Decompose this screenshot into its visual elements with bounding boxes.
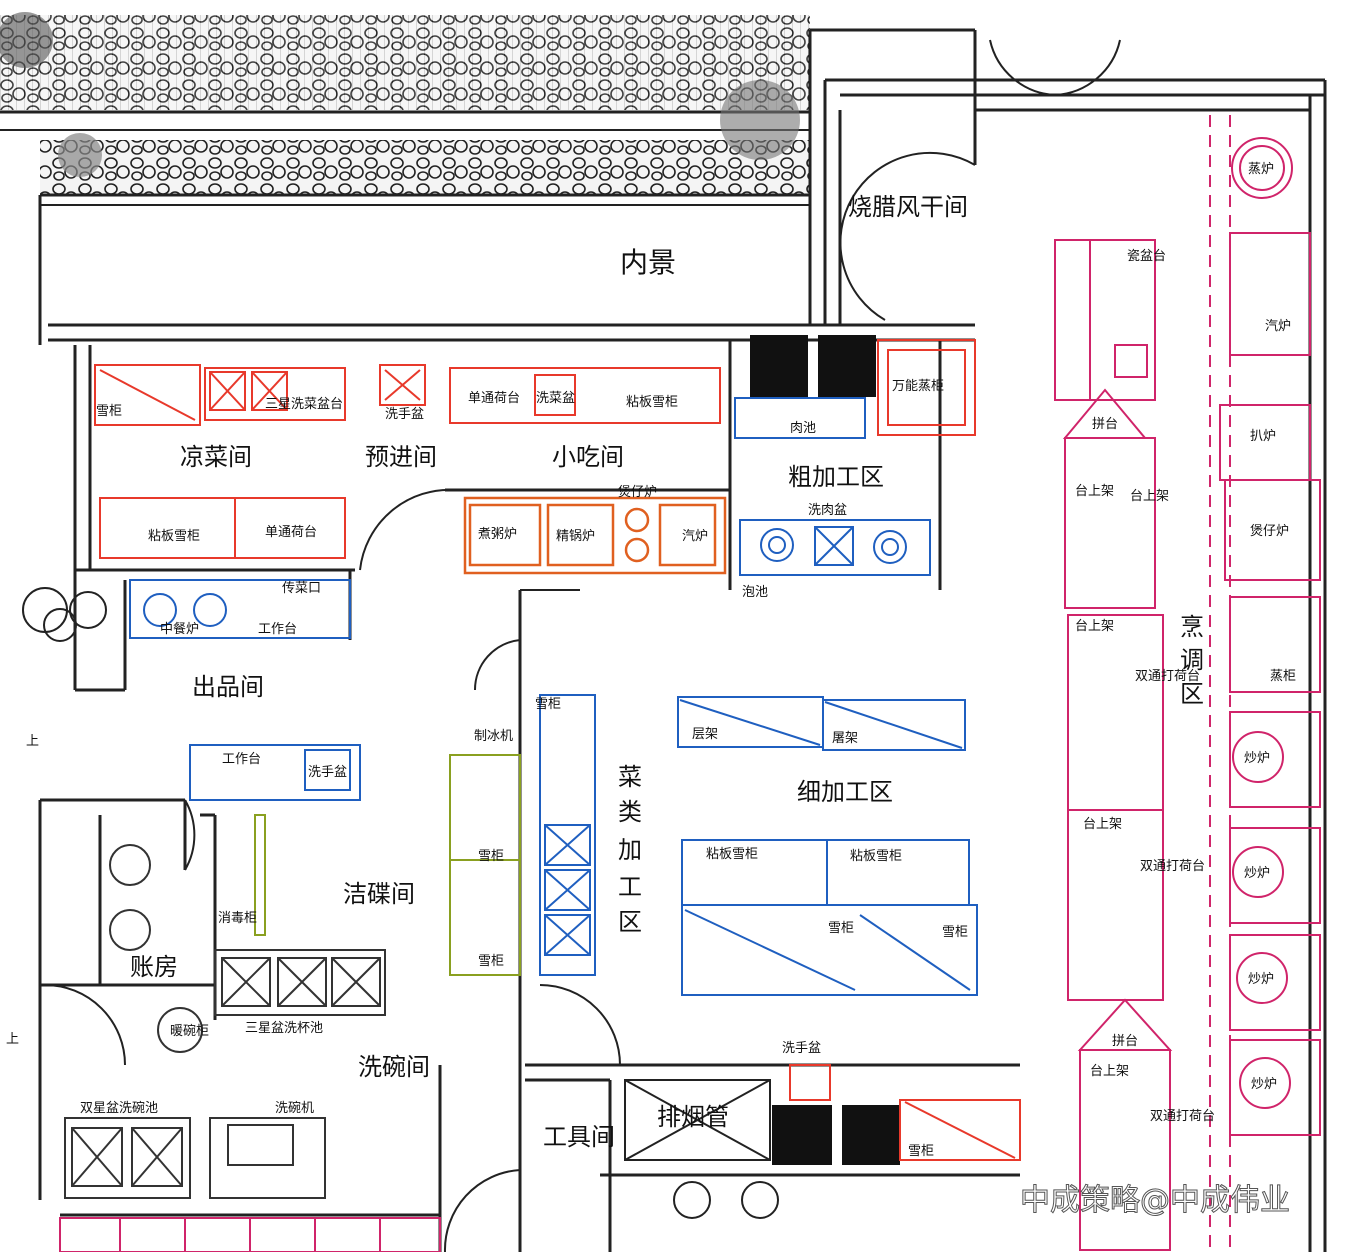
watermark: 中成策略@中成伟业 [1020,1183,1290,1218]
label-peng-3: 区 [1180,680,1204,708]
label-shaola: 烧腊风干间 [848,193,968,221]
dishwash-equipment [64,844,386,1199]
label-yujin: 预进间 [365,443,437,471]
eq-rouchi: 肉池 [790,421,816,436]
eq-shang-1: 上 [26,734,39,749]
eq-xuegui-5: 雪柜 [828,921,854,936]
green-shelves [254,754,521,976]
label-caichi-4: 工 [618,873,642,901]
eq-chaolu-1: 炒炉 [1244,751,1270,766]
eq-xishoupen-1: 洗手盆 [385,407,424,422]
flue-area [624,1079,779,1219]
eq-chucan-kou: 传菜口 [282,581,321,596]
eq-zhanban-2: 粘板雪柜 [148,529,200,544]
eq-wanneng: 万能蒸柜 [892,379,944,394]
eq-gongzuotai-2: 工作台 [222,752,261,767]
cooking-zone-equipment [1054,115,1321,1252]
eq-wuzhan: 屠架 [832,731,858,746]
eq-jingu: 精锅炉 [556,528,595,544]
label-neijing: 内景 [620,246,676,279]
eq-taishangjia-1: 台上架 [1075,484,1114,499]
eq-ximuchi: 洗肉盆 [808,503,847,518]
eq-cipen: 瓷盆台 [1127,249,1166,264]
eq-taishangjia-4: 台上架 [1083,817,1122,832]
label-paiyan: 排烟管 [657,1103,729,1131]
label-caichi-2: 类 [618,798,642,826]
eq-shuangtong-2: 双通打荷台 [1140,859,1205,874]
red-sink-area [789,1064,1021,1161]
steamer-cabinet [877,339,976,436]
eq-zhenggui: 蒸柜 [1270,669,1296,684]
eq-sanxing-chi: 三星盆洗杯池 [245,1021,323,1036]
eq-shang-2: 上 [6,1032,19,1047]
eq-zhanban-3: 粘板雪柜 [706,847,758,862]
eq-xuegui-2: 雪柜 [535,697,561,712]
eq-dantong-2: 单通荷台 [265,525,317,540]
label-xijiagong: 细加工区 [797,778,893,806]
eq-zhanban-1: 粘板雪柜 [626,395,678,410]
eq-taishangjia-5: 台上架 [1090,1064,1129,1079]
eq-paochi: 泡池 [742,585,768,600]
eq-gongzuotai-1: 工作台 [258,622,297,637]
eq-bianlu: 扒炉 [1250,429,1276,444]
eq-qilu: 汽炉 [1265,319,1291,334]
eq-xuegui-6: 雪柜 [942,925,968,940]
eq-xuegui-3: 雪柜 [478,849,504,864]
eq-xuegui-1: 雪柜 [96,404,122,419]
label-caichi-1: 菜 [618,763,642,791]
rough-processing-equipment [129,397,931,801]
door-swings [44,39,1121,1252]
label-xiwan: 洗碗间 [358,1053,430,1081]
walls [38,28,1327,1252]
label-zhangfang: 账房 [130,953,178,981]
eq-pintai-1: 拼台 [1092,417,1118,432]
eq-xishoupen-2: 洗手盆 [308,765,347,780]
eq-zhanban-4: 粘板雪柜 [850,849,902,864]
garden-strip [0,12,810,206]
bottom-cabinets [59,1217,441,1252]
eq-chaolu-2: 炒炉 [1244,866,1270,881]
eq-qiulu: 汽炉 [682,529,708,544]
eq-peijia: 层架 [692,727,718,742]
label-cujiagong: 粗加工区 [788,463,884,491]
eq-zhenglu: 蒸炉 [1248,162,1274,177]
eq-dantong-1: 单通荷台 [468,391,520,406]
eq-xiaodu: 消毒柜 [218,911,257,926]
label-caichi-3: 加 [618,836,642,864]
eq-pintai-2: 拼台 [1112,1034,1138,1049]
black-units [750,335,900,1165]
eq-taishangjia-3: 台上架 [1075,619,1114,634]
eq-shuangtong-3: 双通打荷台 [1150,1109,1215,1124]
eq-shuangxing: 双星盆洗碗池 [80,1100,158,1116]
eq-sanxing-pen: 三星洗菜盆台 [265,397,343,412]
fine-processing-equipment [539,694,978,996]
eq-xiwanji: 洗碗机 [275,1100,314,1116]
eq-xuegui-4: 雪柜 [478,954,504,969]
eq-taishangjia-2: 台上架 [1130,489,1169,504]
label-peng-1: 烹 [1180,613,1204,641]
tree-decoration [22,587,107,642]
eq-chaolu-4: 炒炉 [1251,1077,1277,1092]
eq-xuegui-7: 雪柜 [908,1144,934,1159]
label-xiaochi: 小吃间 [552,443,624,471]
eq-baozaolu: 煲仔炉 [618,484,657,500]
eq-xishoupen-3: 洗手盆 [782,1041,821,1056]
eq-zhibing: 制冰机 [474,729,513,744]
eq-zhongcanlu: 中餐炉 [160,621,199,637]
label-gongju: 工具间 [543,1123,615,1151]
label-liangcai: 凉菜间 [180,443,252,471]
cold-dish-equipment [94,364,721,559]
label-caichi-5: 区 [618,908,642,936]
snack-stoves [463,496,727,575]
eq-xicaipen: 洗菜盆 [536,391,575,406]
eq-zhuzhu: 煮粥炉 [478,526,517,542]
label-jiedie: 洁碟间 [343,880,415,908]
eq-baozai-2: 煲仔炉 [1250,523,1289,539]
eq-chaolu-3: 炒炉 [1248,972,1274,987]
label-chupin: 出品间 [192,673,264,701]
eq-nuanwan: 暖碗柜 [170,1023,209,1039]
eq-shuangtong-1: 双通打荷台 [1135,669,1200,684]
label-peng-2: 调 [1180,646,1204,674]
